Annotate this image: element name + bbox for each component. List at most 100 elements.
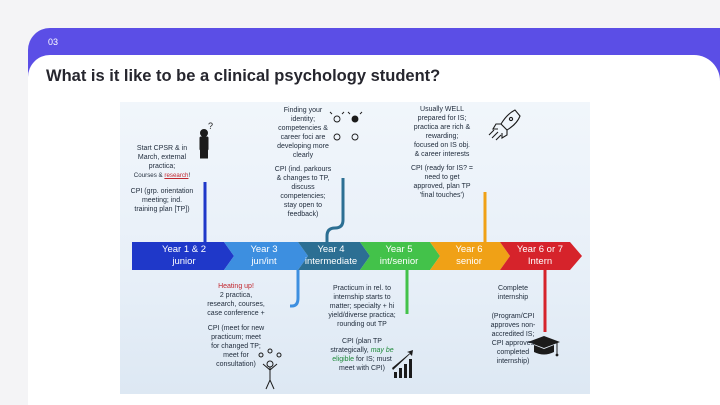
note-line: rewarding; (425, 133, 459, 140)
note-line: CPI approves (491, 340, 535, 347)
note-line: CPI (grp. orientation (130, 188, 194, 195)
note-line: matter; specialty + hi (329, 303, 395, 310)
rocket-icon (488, 109, 521, 141)
note-year6-top: Usually WELL prepared for IS; practica a… (400, 105, 484, 200)
graduation-cap-icon (528, 336, 560, 357)
note-line: Practicum in rel. to (333, 285, 391, 292)
segment-year12 (132, 242, 234, 270)
heating-up-label: Heating up! (218, 283, 254, 290)
note-line: Start CPSR & in (136, 145, 188, 152)
note-line: rounding out TP (337, 321, 387, 328)
segment-label-year6: Year 6 senior (434, 244, 504, 268)
lightbulbs-icon (329, 111, 363, 141)
note-line: CPI (plan TP (342, 338, 382, 345)
note-line: approves non- (490, 322, 536, 329)
segment-year6-line2: senior (456, 256, 482, 267)
note-line: discuss (291, 184, 315, 191)
note-line: consultation) (216, 361, 256, 368)
segment-year3-line1: Year 3 (250, 244, 278, 255)
segment-label-year4: Year 4 intermediate (298, 244, 364, 268)
note-line: career foci are (280, 134, 326, 141)
note-line: stay open to (283, 202, 323, 209)
note-line: 'final touches') (419, 192, 465, 199)
segment-year7-line2: Intern (527, 256, 553, 267)
note-line: March, external (137, 154, 187, 161)
note-line: Usually WELL (420, 106, 464, 113)
note-line: & changes to TP, (276, 175, 330, 182)
note-line: Finding your (283, 107, 323, 114)
segment-year5-line1: Year 5 (385, 244, 413, 255)
note-line: CPI (meet for new (207, 325, 265, 332)
note-line: research, courses, (207, 301, 265, 308)
note-line: Courses & research! (126, 171, 198, 180)
note-year5-bottom: Practicum in rel. to internship starts t… (320, 284, 404, 373)
note-line: internship (497, 294, 529, 301)
note-line: 2 practica, (219, 292, 253, 299)
may-be-highlight: may be (370, 347, 394, 354)
note-line: feedback) (287, 211, 319, 218)
note-line: meet for (223, 352, 249, 359)
segment-year4-line2: intermediate (304, 256, 358, 267)
note-year4-top: Finding your identity; competencies & ca… (266, 106, 340, 219)
segment-year6 (430, 242, 510, 270)
note-line: competencies; (280, 193, 326, 200)
segment-label-year5: Year 5 int/senior (364, 244, 434, 268)
note-line: internship starts to (333, 294, 391, 301)
segment-year4 (298, 242, 370, 270)
segment-label-year7: Year 6 or 7 Intern (504, 244, 576, 268)
note-text: Courses & (133, 172, 165, 179)
note-year7-bottom: Complete internship (Program/CPI approve… (470, 284, 556, 366)
page-title: What is it like to be a clinical psychol… (46, 67, 441, 85)
segment-year7-line1: Year 6 or 7 (516, 244, 564, 255)
note-line: approved, plan TP (413, 183, 471, 190)
research-highlight: research (164, 172, 189, 179)
note-line: for changed TP; (211, 343, 261, 350)
note-line: prepared for IS; (417, 115, 467, 122)
segment-year4-line1: Year 4 (317, 244, 345, 255)
note-line: & career interests (414, 151, 470, 158)
note-text: ! (188, 172, 191, 179)
note-line: developing more (277, 143, 329, 150)
note-line: identity; (290, 116, 316, 123)
note-year3-bottom: Heating up! 2 practica, research, course… (198, 282, 274, 369)
note-line: CPI (ind. parkours (274, 166, 332, 173)
note-line: practica; (148, 163, 176, 170)
note-line: training plan [TP]) (134, 206, 190, 213)
note-text: strategically, (330, 347, 371, 354)
segment-year7 (500, 242, 582, 270)
note-line: internship) (496, 358, 530, 365)
stem-year3 (290, 270, 300, 308)
note-line: Complete (498, 285, 528, 292)
note-line: (Program/CPI (491, 313, 535, 320)
timeline-graphic: ? (132, 109, 582, 390)
note-text: for IS; must (354, 356, 392, 363)
question-person-icon: ? (199, 121, 213, 159)
note-line: need to get (424, 174, 460, 181)
note-line: meeting; ind. (141, 197, 183, 204)
stem-year4 (325, 178, 345, 246)
eligible-highlight: eligible (332, 356, 355, 363)
note-line: eligible for IS; must (320, 355, 404, 364)
note-line: focused on IS obj. (413, 142, 471, 149)
segment-year12-line1: Year 1 & 2 (161, 244, 207, 255)
segment-label-year12: Year 1 & 2 junior (144, 244, 224, 268)
segment-label-year3: Year 3 jun/int (230, 244, 298, 268)
note-line: strategically, may be (320, 346, 404, 355)
segment-year5 (360, 242, 440, 270)
segment-year6-line1: Year 6 (455, 244, 483, 255)
note-line: practica are rich & (413, 124, 471, 131)
note-line: clearly (292, 152, 314, 159)
bar-growth-icon (392, 350, 413, 378)
note-line: meet with CPI) (339, 365, 385, 372)
segment-year3 (224, 242, 308, 270)
note-line: practicum; meet (211, 334, 261, 341)
note-line: completed (496, 349, 530, 356)
note-year12-top: Start CPSR & in March, external practica… (126, 144, 198, 214)
timeline-photo: ? (120, 102, 590, 394)
note-line: accredited IS; (491, 331, 535, 338)
juggling-person-icon (258, 348, 282, 390)
note-line: competencies & (278, 125, 328, 132)
note-line: case conference + (207, 310, 265, 317)
segment-year12-line2: junior (172, 256, 196, 267)
segment-year5-line2: int/senior (379, 256, 419, 267)
